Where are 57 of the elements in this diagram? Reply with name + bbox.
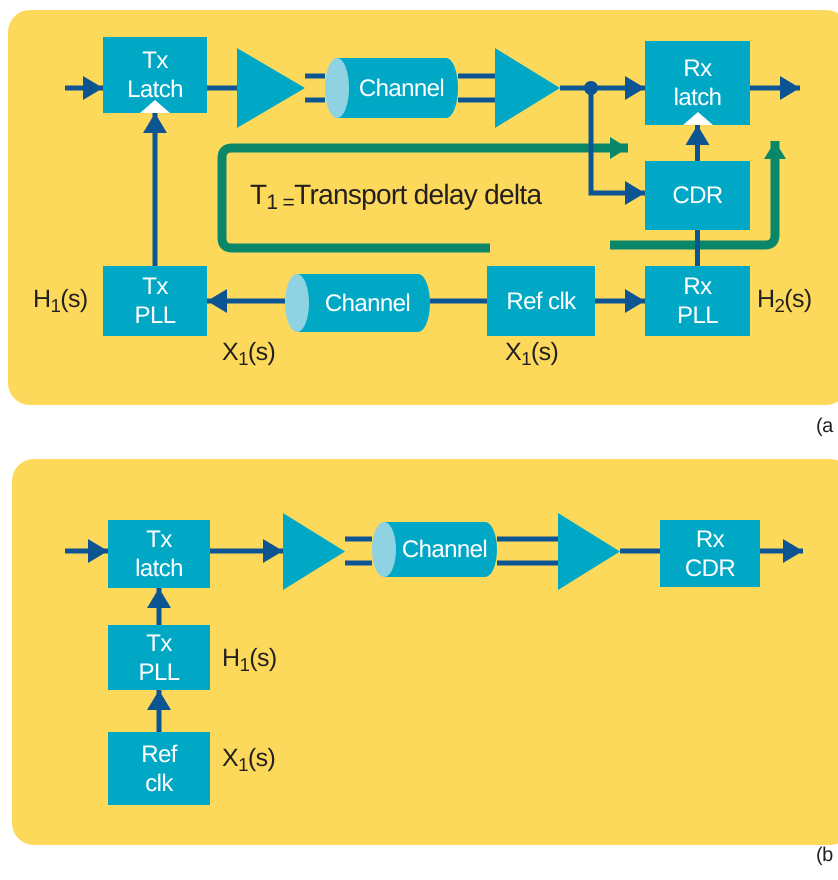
panel-background xyxy=(8,10,838,405)
arrow xyxy=(65,76,103,100)
block-label: Channel xyxy=(358,74,444,102)
block-label: Tx latch xyxy=(134,525,184,583)
arrow xyxy=(595,289,645,313)
block-label: Tx PLL xyxy=(138,628,180,686)
connector-line xyxy=(497,536,558,566)
block-label: CDR xyxy=(672,181,723,210)
transfer-function-label: H$_{1}$(s) xyxy=(33,285,88,313)
connector-line xyxy=(458,74,495,102)
process-box xyxy=(103,37,207,113)
arrow xyxy=(750,76,800,100)
process-box xyxy=(660,520,760,587)
block-label: Ref clk xyxy=(506,286,576,316)
block-label: Channel xyxy=(402,535,488,564)
connector-line xyxy=(345,536,372,566)
block-label: Tx Latch xyxy=(126,46,184,104)
process-box xyxy=(645,41,750,125)
connector-line xyxy=(430,298,487,304)
figure-label: X$_{1}$(s) xyxy=(222,338,276,366)
amplifier-triangle xyxy=(558,513,620,590)
process-box xyxy=(103,266,207,336)
block-label: Rx latch xyxy=(672,54,722,112)
connector-line xyxy=(695,230,700,266)
transfer-function-label: X$_{1}$(s) xyxy=(505,338,558,366)
figure-label: (b xyxy=(816,844,833,866)
amplifier-triangle xyxy=(237,48,305,128)
block-label: Rx CDR xyxy=(684,524,736,582)
transfer-function-label: X$_{1}$(s) xyxy=(222,744,276,772)
connector-line xyxy=(305,74,325,102)
panel-background xyxy=(12,459,838,845)
transfer-function-label: H$_{2}$(s) xyxy=(757,285,812,313)
block-label: Ref clk xyxy=(140,740,178,798)
block-label: Channel xyxy=(324,288,410,318)
arrow xyxy=(143,113,167,266)
block-label: Tx PLL xyxy=(134,272,176,330)
arrow xyxy=(207,289,285,313)
process-box xyxy=(108,520,210,588)
arrow xyxy=(147,690,171,732)
process-box xyxy=(108,625,210,690)
connector-line xyxy=(620,548,660,554)
amplifier-triangle xyxy=(495,48,560,128)
block-label: Rx PLL xyxy=(676,272,719,330)
process-box xyxy=(487,266,595,336)
arrow xyxy=(686,125,710,161)
process-box xyxy=(645,266,750,336)
delay-note: T$_{1 =}$Transport delay delta xyxy=(250,179,542,210)
process-box xyxy=(645,161,750,230)
process-box xyxy=(108,732,210,805)
arrow xyxy=(210,539,283,563)
transfer-function-label: H$_{1}$(s) xyxy=(222,644,277,672)
figure-label: (a xyxy=(816,415,833,437)
amplifier-triangle xyxy=(283,513,345,590)
connector-line xyxy=(207,86,237,90)
arrow xyxy=(760,539,803,563)
arrow xyxy=(65,539,108,563)
arrow xyxy=(147,588,171,625)
